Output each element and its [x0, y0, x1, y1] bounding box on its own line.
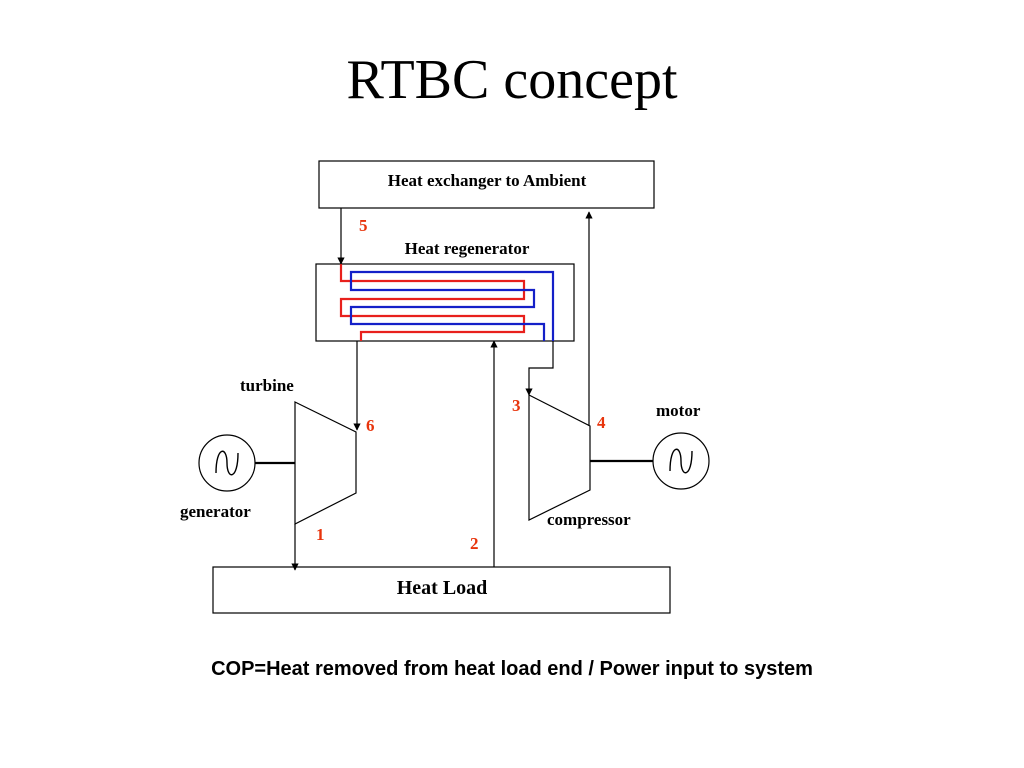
ambient-heat-exchanger-box [318, 160, 655, 209]
ambient-heat-exchanger-label: Heat exchanger to Ambient [388, 171, 587, 190]
compressor-label: compressor [547, 510, 631, 529]
motor-label: motor [656, 401, 701, 420]
heat-load-box [212, 566, 671, 614]
turbine-shape [294, 401, 357, 525]
state-point-5: 5 [359, 216, 368, 235]
regenerator-hot-stream [339, 264, 526, 341]
state-point-6: 6 [366, 416, 375, 435]
generator-sine-icon [215, 450, 239, 476]
state-point-3: 3 [512, 396, 521, 415]
cop-formula: COP=Heat removed from heat load end / Po… [211, 658, 813, 680]
regenerator-label: Heat regenerator [405, 239, 530, 258]
slide-title: RTBC concept [346, 49, 678, 111]
flow-line-3 [525, 341, 554, 396]
turbine-label: turbine [240, 376, 294, 395]
compressor-shape [528, 394, 591, 521]
state-point-1: 1 [316, 525, 325, 544]
motor-sine-icon [669, 448, 693, 474]
heat-load-label: Heat Load [397, 577, 488, 599]
regenerator-cold-stream [349, 270, 555, 341]
regenerator-box [315, 263, 575, 342]
state-point-4: 4 [597, 413, 606, 432]
generator-label: generator [180, 502, 251, 521]
state-point-2: 2 [470, 534, 479, 553]
motor-icon [652, 432, 710, 490]
